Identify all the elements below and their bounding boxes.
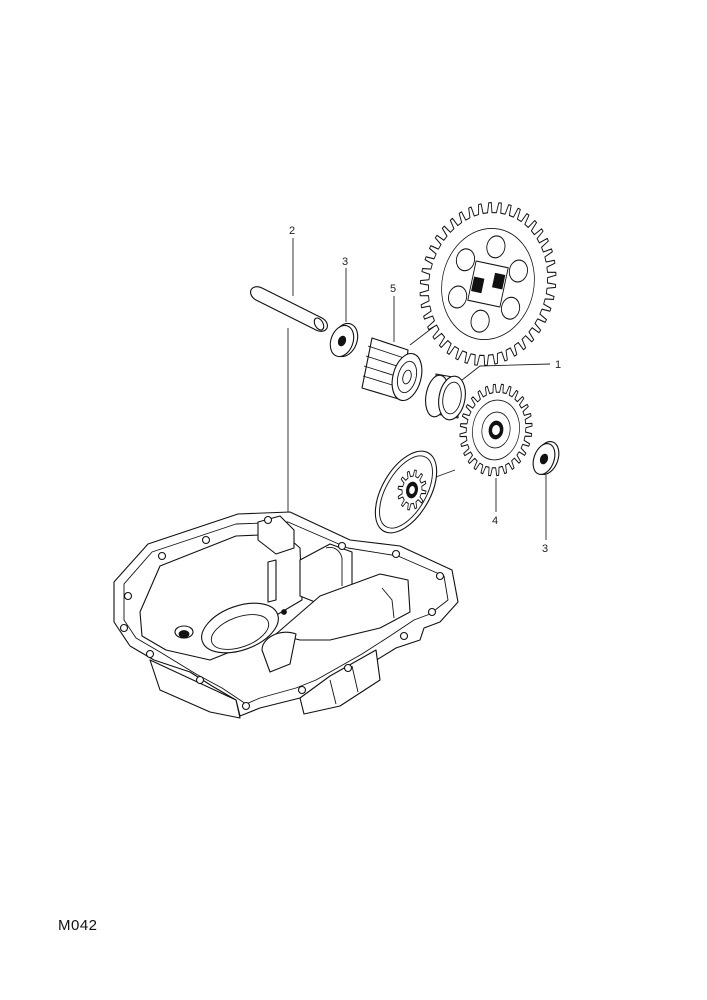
washer-upper (329, 322, 359, 358)
pinion-gear (361, 337, 423, 402)
callout-part-3-upper: 3 (342, 256, 348, 268)
callout-part-5: 5 (390, 283, 396, 295)
callout-part-3-lower: 3 (542, 543, 548, 555)
pump-disc (374, 450, 438, 534)
callout-part-2: 2 (289, 225, 295, 237)
callout-part-1: 1 (555, 359, 561, 371)
callout-labels: 2 3 5 1 4 3 (289, 225, 561, 555)
large-gear (419, 202, 557, 366)
bushing-collar (425, 373, 466, 421)
shaft-pin (250, 286, 328, 332)
oil-pan-housing (113, 511, 459, 719)
callout-part-4: 4 (492, 515, 498, 527)
medium-gear (459, 383, 533, 477)
washer-lower (532, 441, 560, 475)
figure-code: M042 (58, 917, 98, 934)
